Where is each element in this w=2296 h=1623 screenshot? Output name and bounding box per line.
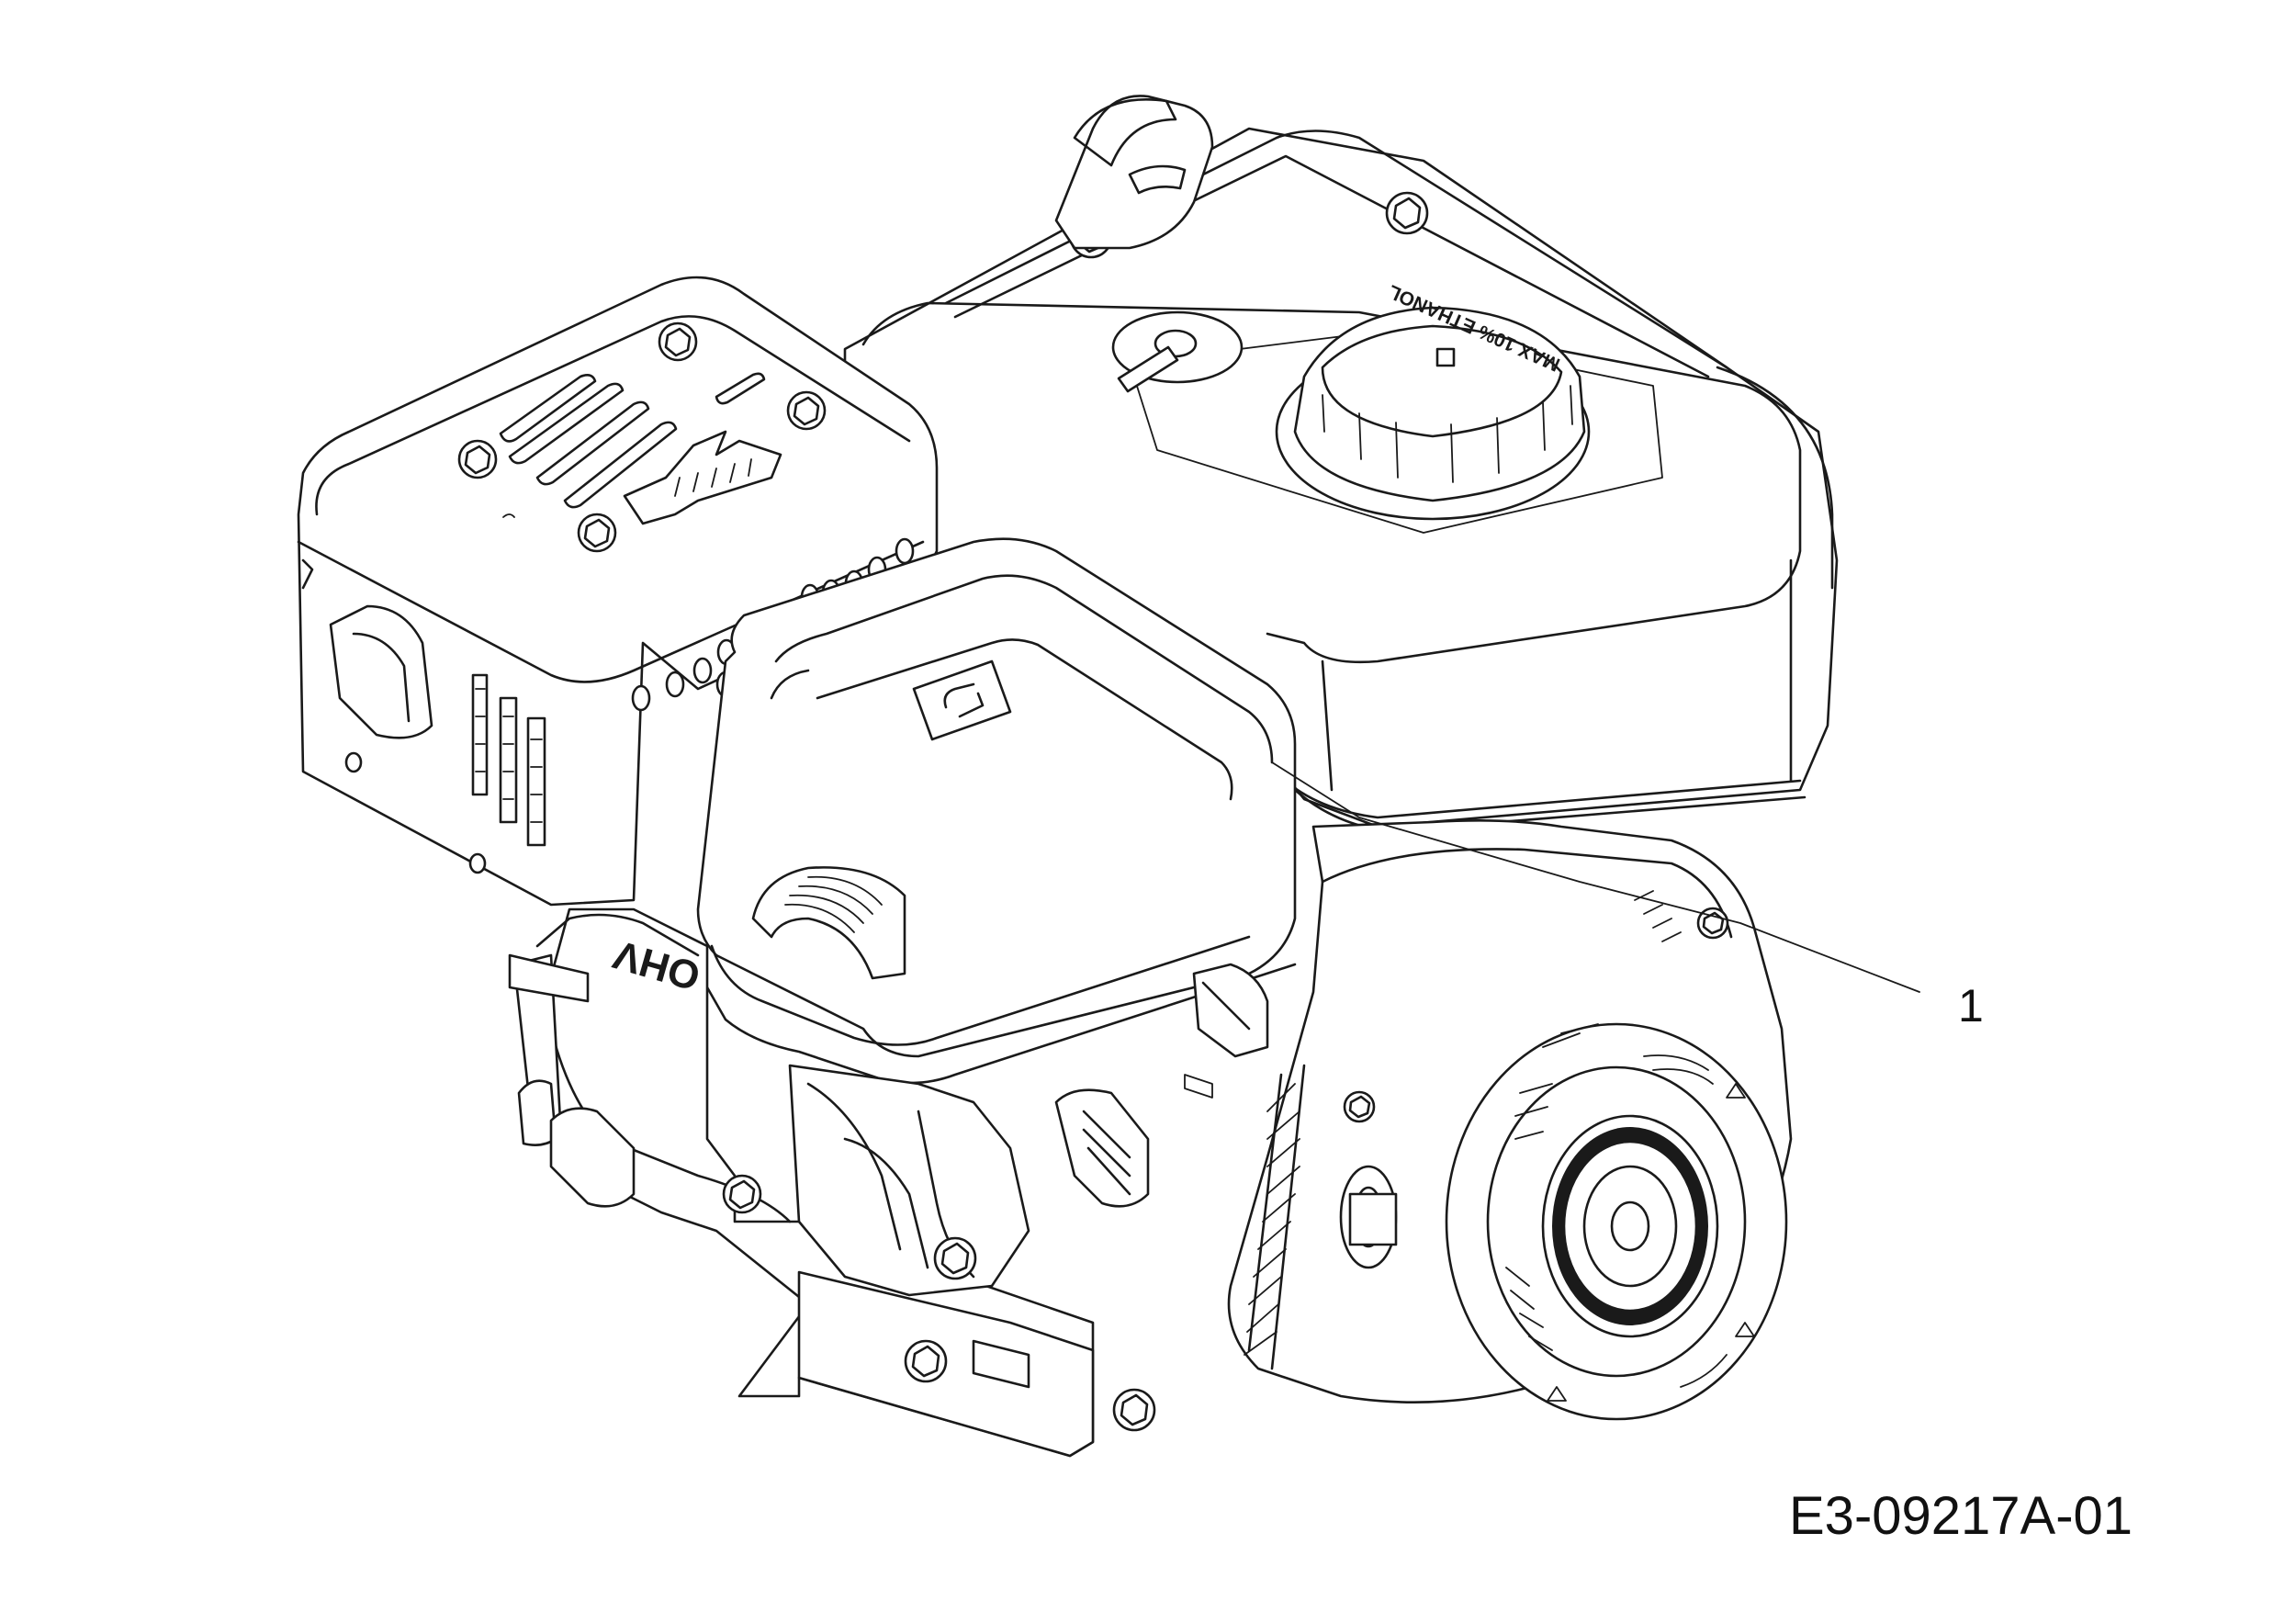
fuel-cap-symbol (1435, 347, 1456, 367)
air-filter-cover (696, 537, 1297, 1085)
guard-bolt-2 (786, 390, 827, 431)
tank-bolt-right (1385, 191, 1429, 235)
blower-housing (1227, 819, 1793, 1421)
callout-label: 1 (1958, 980, 1984, 1031)
muffler-guard (297, 276, 939, 907)
guard-bolt-3 (457, 439, 498, 479)
callout-1: 1 (1271, 761, 1984, 1031)
choke-lever (1111, 310, 1244, 393)
guard-bolt-1 (658, 321, 698, 362)
figure-code: E3-09217A-01 (1789, 1486, 2133, 1546)
carburetor-area (788, 963, 1269, 1297)
mounting-base (797, 1270, 1156, 1458)
fuel-valve-knob (1054, 95, 1214, 250)
guard-bolt-4 (577, 513, 617, 553)
leader-line (1271, 761, 1920, 993)
